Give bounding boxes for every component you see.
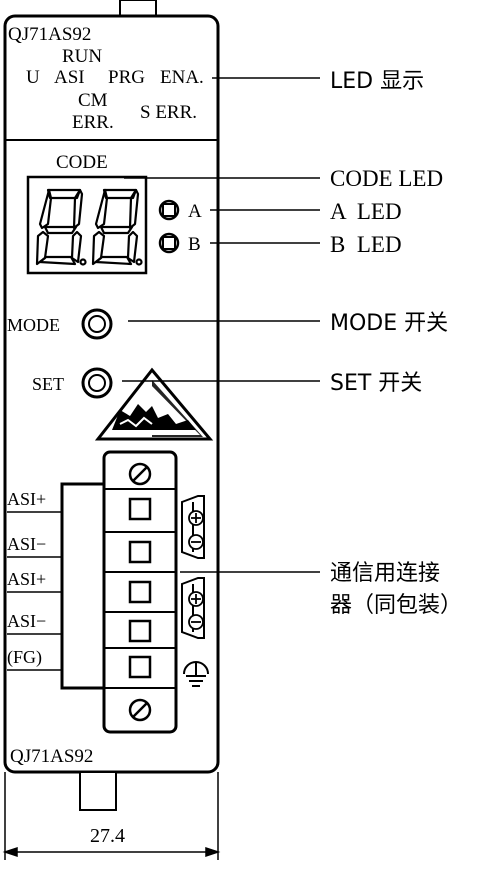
led-err-label: ERR. xyxy=(72,112,114,133)
callout-connector-line2: 器（同包装） xyxy=(330,593,462,618)
led-ena-label: ENA. xyxy=(160,67,204,88)
terminal-label-asi-plus-2: ASI+ xyxy=(7,569,46,589)
width-dimension-value: 27.4 xyxy=(90,825,125,847)
terminal-slot xyxy=(128,540,152,564)
callout-mode-switch: MODE 开关 xyxy=(330,311,448,336)
plus-icon xyxy=(188,510,204,526)
terminal-label-asi-minus-1: ASI− xyxy=(7,534,46,554)
bottom-tab xyxy=(79,771,117,811)
set-label: SET xyxy=(32,374,64,394)
connector-bottom-screw-icon xyxy=(128,698,152,722)
led-b-indicator xyxy=(158,232,180,254)
mode-switch[interactable] xyxy=(81,308,113,340)
connector-plug-body xyxy=(60,482,106,690)
terminal-label-fg: (FG) xyxy=(7,647,42,668)
callout-led-display: LED 显示 xyxy=(330,69,424,94)
led-a-label: A xyxy=(188,201,202,222)
terminal-label-asi-minus-2: ASI− xyxy=(7,611,46,631)
led-asi-label: ASI xyxy=(54,67,85,88)
led-run-label: RUN xyxy=(62,46,102,67)
terminal-labels: ASI+ ASI− ASI+ ASI− (FG) xyxy=(7,489,62,671)
mode-label: MODE xyxy=(7,315,60,335)
model-bottom-label: QJ71AS92 xyxy=(10,746,93,767)
ground-icon xyxy=(183,661,209,687)
terminal-slots xyxy=(104,488,176,689)
warning-triangle-icon xyxy=(94,367,214,441)
terminal-slot xyxy=(128,580,152,604)
terminal-slot xyxy=(128,497,152,521)
set-switch[interactable] xyxy=(81,367,113,399)
terminal-label-asi-plus-1: ASI+ xyxy=(7,489,46,509)
led-u-label: U xyxy=(26,67,40,88)
plus-icon xyxy=(188,591,204,607)
callout-a-led: A LED xyxy=(330,199,402,224)
width-dimension xyxy=(2,772,221,860)
callout-code-led: CODE LED xyxy=(330,166,443,191)
minus-icon xyxy=(188,614,204,630)
code-label: CODE xyxy=(56,152,108,173)
minus-icon xyxy=(188,534,204,550)
callout-connector-line1: 通信用连接 xyxy=(330,561,440,586)
callout-b-led: B LED xyxy=(330,232,402,257)
top-tab xyxy=(119,0,157,17)
model-top-label: QJ71AS92 xyxy=(8,24,91,45)
connector-top-screw-icon xyxy=(128,462,152,486)
led-a-indicator xyxy=(158,199,180,221)
seven-segment-digits xyxy=(35,188,143,266)
terminal-slot xyxy=(128,655,152,679)
led-b-label: B xyxy=(188,234,201,255)
terminal-slot xyxy=(128,619,152,643)
led-prg-label: PRG xyxy=(108,67,145,88)
callout-leaders xyxy=(122,77,320,573)
callout-set-switch: SET 开关 xyxy=(330,371,422,396)
led-cm-label: CM xyxy=(78,90,108,111)
led-s-err-label: S ERR. xyxy=(140,102,197,123)
